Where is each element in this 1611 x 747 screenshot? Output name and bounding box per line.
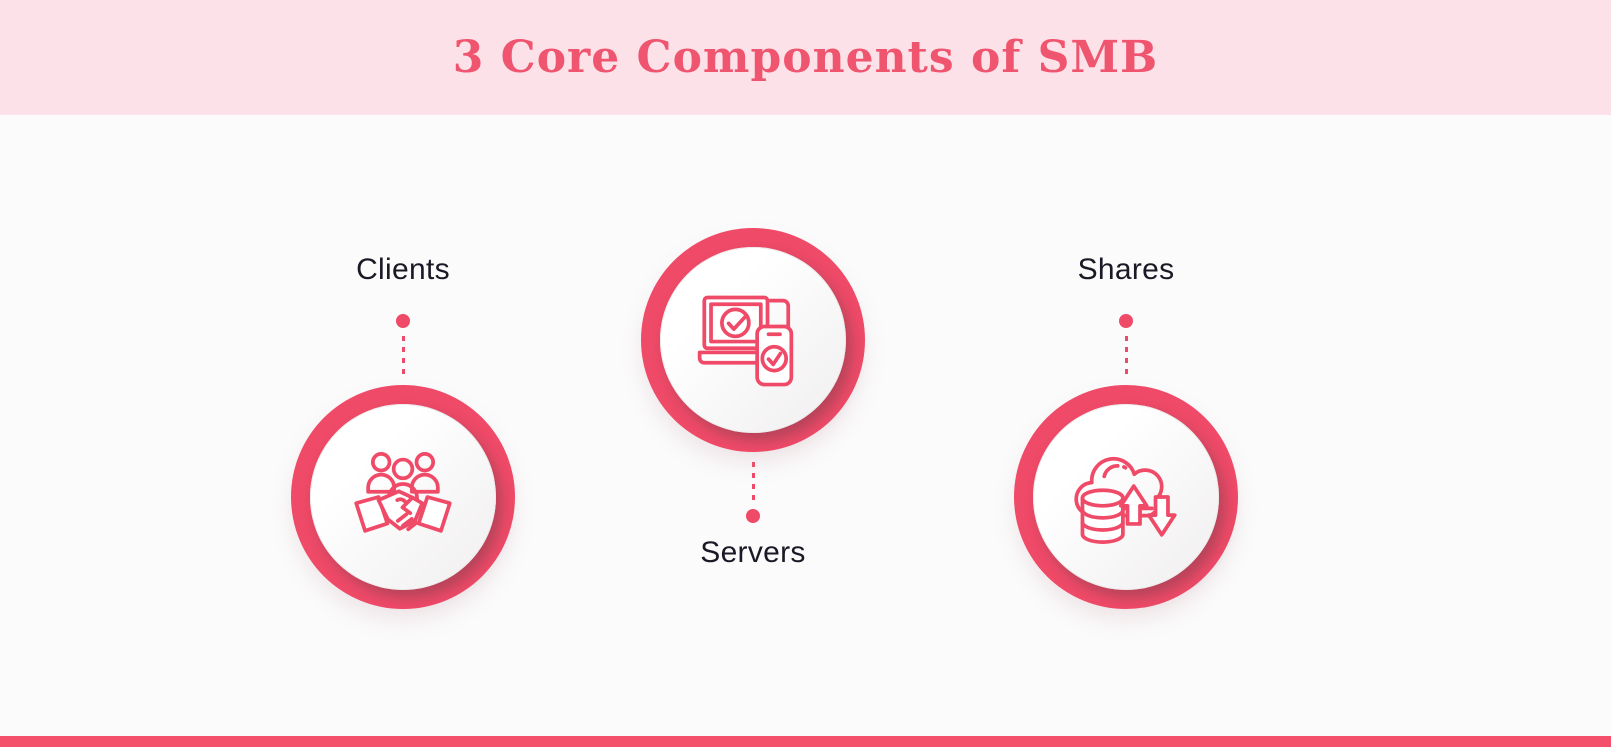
shares-circle-inner xyxy=(1033,404,1219,590)
page-title: 3 Core Components of SMB xyxy=(452,32,1159,83)
shares-circle xyxy=(1014,385,1238,609)
shares-label: Shares xyxy=(1077,253,1175,286)
connector-dashed-line xyxy=(401,336,405,376)
servers-label: Servers xyxy=(700,536,806,569)
servers-circle-inner xyxy=(660,247,846,433)
footer-bar xyxy=(0,736,1611,747)
clients-circle xyxy=(291,385,515,609)
header-band: 3 Core Components of SMB xyxy=(0,0,1611,115)
connector-dashed-line xyxy=(1124,336,1128,376)
clients-circle-inner xyxy=(310,404,496,590)
clients-label: Clients xyxy=(356,253,450,286)
clients-group-handshake-icon xyxy=(354,451,452,533)
component-group-servers: Servers xyxy=(641,228,865,573)
shares-cloud-storage-sync-icon xyxy=(1074,456,1177,544)
component-group-clients: Clients xyxy=(291,250,515,609)
connector-dot xyxy=(396,314,410,328)
component-group-shares: Shares xyxy=(1014,250,1238,609)
connector-dot xyxy=(746,509,760,523)
connector-dashed-line xyxy=(751,462,755,504)
servers-devices-check-icon xyxy=(697,295,794,387)
servers-circle xyxy=(641,228,865,452)
connector-dot xyxy=(1119,314,1133,328)
